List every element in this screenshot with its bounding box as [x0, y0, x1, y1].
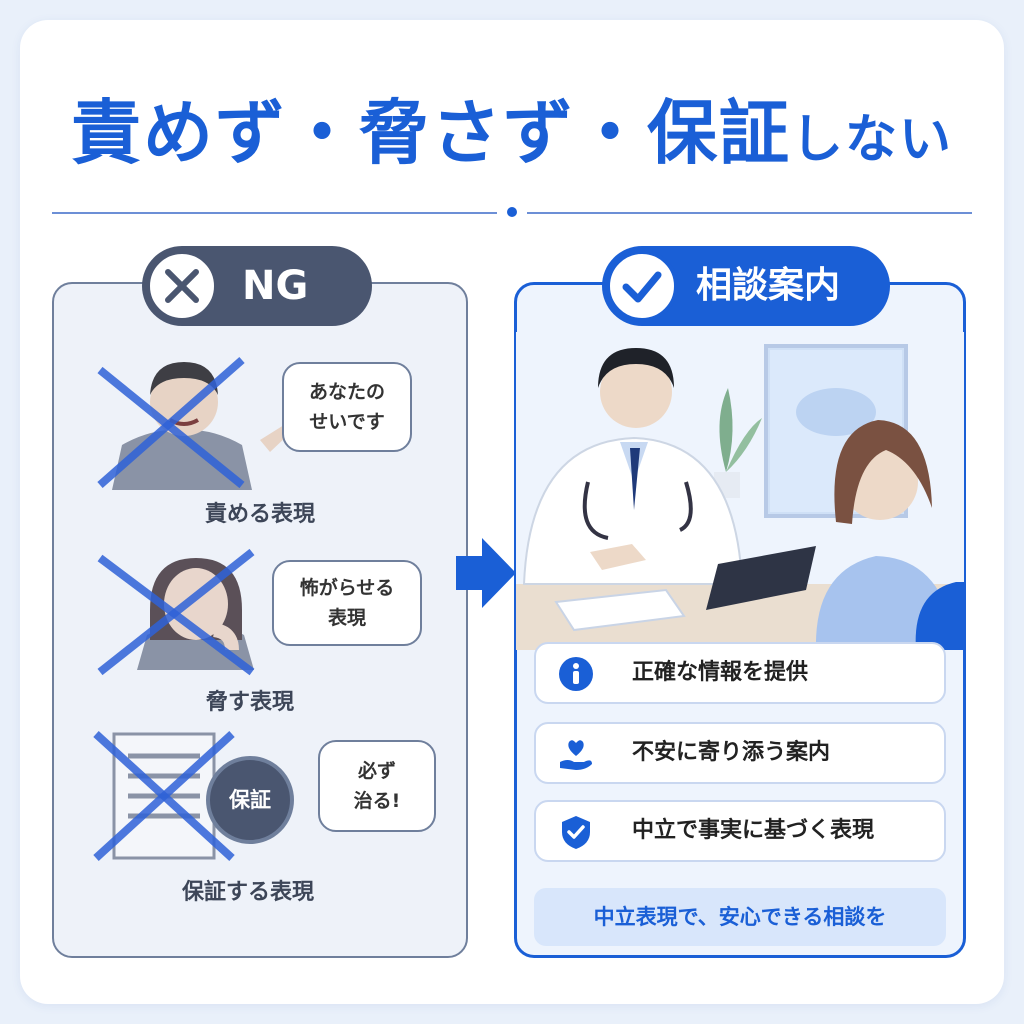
feature-accurate-info: 正確な情報を提供	[534, 642, 946, 704]
title-main: 責めず・脅さず・保証	[70, 92, 791, 174]
guarantee-document-illustration	[92, 724, 312, 868]
speech-bubble-threat: 怖がらせる 表現	[272, 560, 422, 646]
caption-blame: 責める表現	[204, 502, 315, 527]
speech-bubble-blame: あなたの せいです	[282, 362, 412, 452]
shield-check-icon	[558, 814, 594, 850]
divider-dot	[507, 207, 517, 217]
page-title: 責めず・脅さず・保証しない	[0, 88, 1024, 185]
speech-bubble-guarantee: 必ず 治る!	[318, 740, 436, 832]
guarantee-seal: 保証	[206, 756, 294, 844]
divider-left	[52, 212, 497, 214]
check-icon	[606, 250, 678, 322]
caption-threat: 脅す表現	[205, 690, 294, 715]
ng-badge: NG	[142, 246, 372, 326]
feature-empathy: 不安に寄り添う案内	[534, 722, 946, 784]
heart-hand-icon	[558, 736, 594, 772]
scared-woman-illustration	[92, 540, 302, 684]
caption-guarantee: 保証する表現	[181, 880, 314, 905]
seal-text: 保証	[229, 788, 271, 812]
divider-right	[527, 212, 972, 214]
doctor-consultation-illustration	[516, 332, 964, 650]
feature-text-empathy: 不安に寄り添う案内	[632, 740, 831, 765]
angry-man-illustration	[92, 340, 302, 494]
consultation-badge-label: 相談案内	[696, 265, 841, 306]
title-suffix: しない	[790, 110, 953, 170]
info-icon	[558, 656, 594, 692]
arrow-right-icon	[456, 538, 516, 612]
feature-text-neutral-facts: 中立で事実に基づく表現	[632, 818, 875, 843]
feature-text-accurate-info: 正確な情報を提供	[632, 660, 809, 685]
feature-neutral-facts: 中立で事実に基づく表現	[534, 800, 946, 862]
footer-message: 中立表現で、安心できる相談を	[593, 905, 887, 929]
cross-icon	[146, 250, 218, 322]
consultation-badge: 相談案内	[602, 246, 890, 326]
ng-badge-label: NG	[242, 263, 309, 309]
footer-message-box: 中立表現で、安心できる相談を	[534, 888, 946, 946]
